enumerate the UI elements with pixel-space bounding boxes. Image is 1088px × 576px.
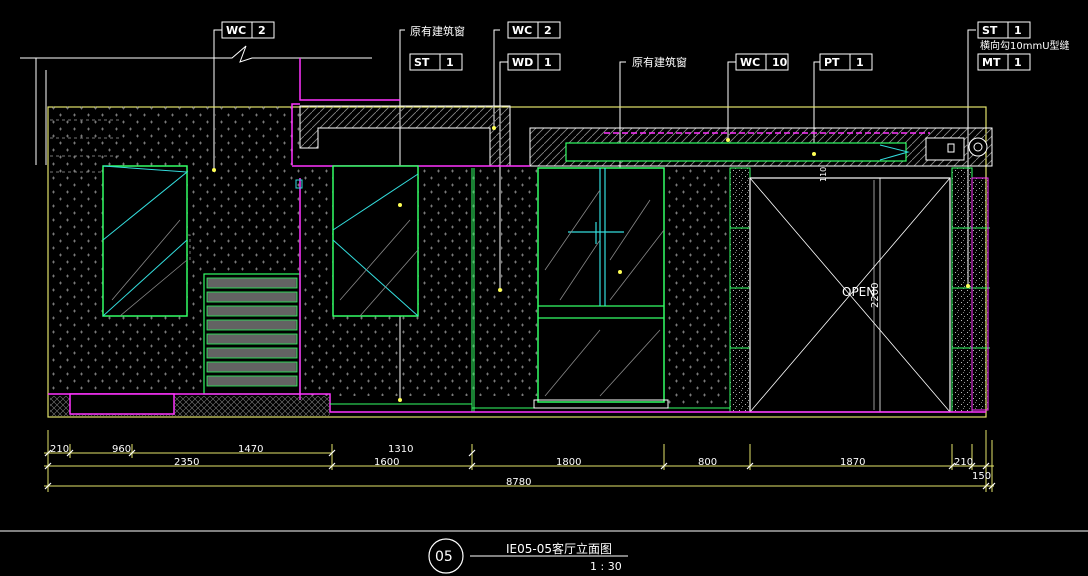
tag-code: WC [740, 56, 760, 69]
dim-r1-3: 1310 [388, 444, 413, 455]
dim-tick [660, 462, 668, 470]
dim-tick [948, 462, 956, 470]
dim-tick [44, 462, 52, 470]
tag-number: 1 [544, 56, 552, 69]
dimension-lines [44, 430, 994, 492]
stone-panel-left [729, 167, 751, 413]
ceiling-edges [291, 58, 400, 400]
drawing-number: 05 [435, 549, 453, 565]
tag-code: PT [824, 56, 840, 69]
tag-number: 2 [258, 24, 266, 37]
shelf-slat [206, 319, 298, 331]
dim-r1-1: 960 [112, 444, 131, 455]
shelf-slat [206, 347, 298, 359]
tag-wc2-top: WC 2 [221, 21, 275, 39]
dim-tick [328, 462, 336, 470]
note-window-left: 原有建筑窗 [410, 24, 465, 38]
dim-tick [44, 482, 52, 490]
tag-code: WC [512, 24, 532, 37]
tag-st1-mid: ST 1 [409, 53, 463, 71]
tag-number: 1 [446, 56, 454, 69]
dim-tick [982, 462, 990, 470]
window-right [537, 167, 665, 403]
dim-tick [468, 449, 476, 457]
tag-code: MT [982, 56, 1001, 69]
tag-code: ST [982, 24, 998, 37]
dim-tick [968, 462, 976, 470]
dim-right: 150 [972, 471, 991, 482]
dim-total: 8780 [506, 477, 531, 488]
dim-r1-2: 1470 [238, 444, 263, 455]
note-window-right: 原有建筑窗 [632, 55, 687, 69]
dim-r2-3: 800 [698, 457, 717, 468]
drawing-title: IE05-05客厅立面图 [506, 541, 612, 556]
shelf-slat [206, 375, 298, 387]
dim-tick [746, 462, 754, 470]
break-line [20, 45, 372, 165]
tag-mt1: MT 1 [977, 53, 1031, 71]
dim-r2-2: 1800 [556, 457, 581, 468]
drawing-scale: 1 : 30 [590, 560, 622, 573]
tag-number: 1 [856, 56, 864, 69]
dim-tick [982, 482, 990, 490]
dim-tick [44, 449, 52, 457]
tag-number: 10 [772, 56, 788, 69]
right-wall-finish [666, 168, 730, 408]
window-left-small [102, 165, 189, 317]
note-groove: 横向勾10mmU型缝 [980, 39, 1070, 52]
drawing-number-circle [428, 538, 464, 574]
tag-code: ST [414, 56, 430, 69]
window-left-large [332, 165, 419, 317]
tag-code: WD [512, 56, 533, 69]
dim-tick [128, 449, 136, 457]
dim-tick [328, 449, 336, 457]
tag-number: 1 [1014, 24, 1022, 37]
tag-code: WC [226, 24, 246, 37]
door-height: 2200 [870, 283, 881, 308]
tag-wc2-mid: WC 2 [507, 21, 561, 39]
leader-wc2-mid [493, 29, 500, 128]
dim-r2-5: 210 [954, 457, 973, 468]
dim-tick [468, 462, 476, 470]
tag-wc10: WC 10 [735, 53, 789, 71]
dim-tick [66, 449, 74, 457]
dim-r2-0: 2350 [174, 457, 199, 468]
shelf-slat [206, 333, 298, 345]
tag-number: 1 [1014, 56, 1022, 69]
tag-pt1: PT 1 [819, 53, 873, 71]
shelf-slat [206, 291, 298, 303]
floor-base [48, 393, 986, 416]
dim-r2-1: 1600 [374, 457, 399, 468]
light-trough [565, 132, 988, 162]
dim-r1-0: 210 [50, 444, 69, 455]
shelf-slat [206, 277, 298, 289]
tag-st1-right: ST 1 [977, 21, 1031, 39]
leader-pt1 [813, 61, 820, 154]
dim-tick [988, 482, 996, 490]
door-label: OPEN [842, 285, 875, 299]
stone-panel-right [951, 167, 973, 413]
dim-r2-4: 1870 [840, 457, 865, 468]
tag-number: 2 [544, 24, 552, 37]
panel-divider [471, 168, 475, 412]
shelf-slat [206, 305, 298, 317]
door-open [749, 177, 951, 413]
tag-wd1: WD 1 [507, 53, 561, 71]
shelf-slat [206, 361, 298, 373]
small-dim: 110 [819, 167, 828, 182]
leader-wc10 [727, 61, 736, 140]
